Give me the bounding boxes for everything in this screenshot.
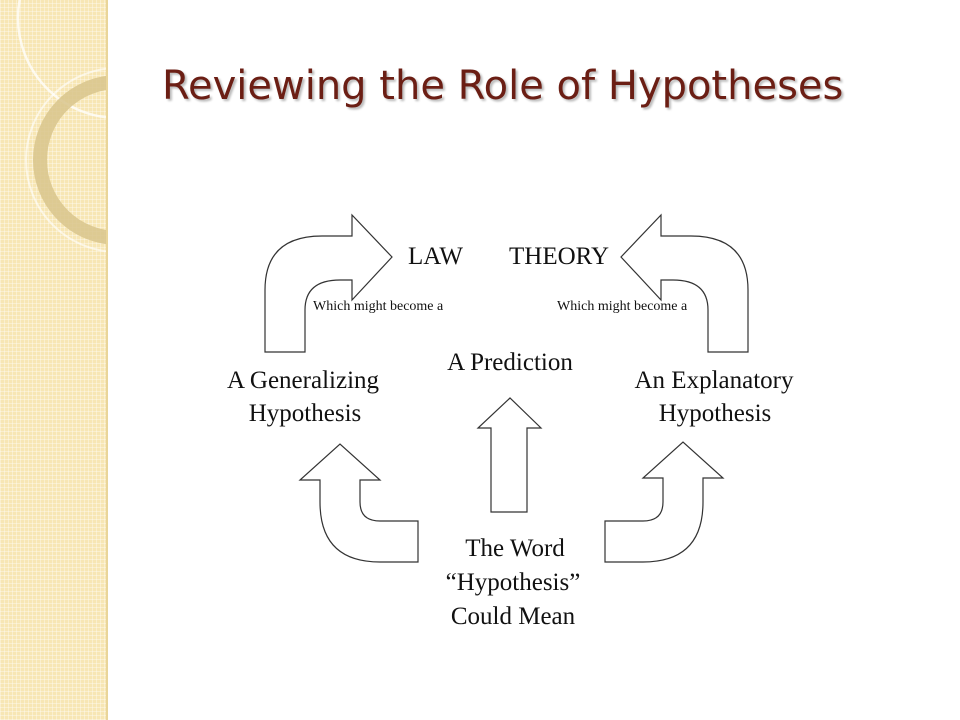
arrow-to-prediction xyxy=(476,397,543,513)
prediction-label: A Prediction xyxy=(447,349,573,376)
explanatory-hypothesis-line-2: Hypothesis xyxy=(659,400,772,427)
arrow-to-law xyxy=(264,213,393,353)
right-transition-label: Which might become a xyxy=(557,299,688,314)
generalizing-hypothesis-line-1: A Generalizing xyxy=(227,367,380,394)
decorative-circles xyxy=(16,0,106,253)
theory-label: THEORY xyxy=(509,243,609,270)
explanatory-hypothesis-line-1: An Explanatory xyxy=(635,367,794,394)
arrow-to-explanatory xyxy=(604,441,725,563)
generalizing-hypothesis-line-2: Hypothesis xyxy=(249,400,362,427)
slide-title: Reviewing the Role of Hypotheses xyxy=(162,63,844,109)
law-label: LAW xyxy=(408,243,463,270)
word-line-1: The Word xyxy=(465,535,565,562)
arrow-to-theory xyxy=(620,213,749,353)
arrow-to-generalizing xyxy=(298,443,419,563)
word-line-2: “Hypothesis” xyxy=(446,569,581,596)
left-transition-label: Which might become a xyxy=(313,299,444,314)
decorative-side-panel xyxy=(0,0,108,720)
word-line-3: Could Mean xyxy=(451,603,576,630)
